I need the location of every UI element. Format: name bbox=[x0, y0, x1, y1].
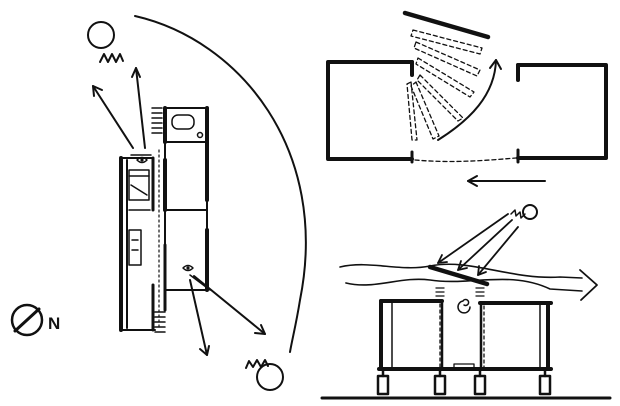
airflow-stream bbox=[339, 263, 598, 301]
north-label: N bbox=[48, 314, 60, 333]
plan-steps-top bbox=[151, 107, 163, 134]
door-detail bbox=[326, 10, 608, 187]
section-detail bbox=[320, 204, 612, 400]
slide-direction-arrow bbox=[467, 175, 546, 187]
sun-rays bbox=[437, 213, 519, 276]
door-swing-positions bbox=[406, 29, 483, 141]
view-arrows bbox=[92, 67, 266, 356]
sun-icon-section bbox=[510, 204, 538, 220]
north-compass-icon bbox=[10, 303, 44, 337]
sun-icon-south bbox=[245, 359, 284, 391]
door-detail-left-wall bbox=[326, 60, 414, 161]
kitchen-counter bbox=[128, 209, 151, 266]
plan-steps-bottom bbox=[154, 311, 166, 333]
bathroom-fixtures bbox=[171, 114, 204, 139]
sun-path-arc bbox=[134, 15, 307, 353]
floor-plan: N bbox=[10, 15, 307, 391]
door-detail-right-wall bbox=[516, 63, 608, 160]
foundation-piers bbox=[376, 368, 552, 396]
door-closed-line bbox=[414, 157, 517, 163]
roof-vents bbox=[435, 287, 485, 297]
air-swirl bbox=[457, 298, 471, 314]
sun-icon-north bbox=[87, 21, 124, 63]
shade-roof-panel bbox=[427, 264, 490, 287]
door-leaf-open bbox=[402, 10, 491, 40]
door-swing-arc bbox=[437, 59, 497, 141]
eye-icon-south bbox=[182, 264, 194, 272]
bed-icon bbox=[128, 169, 150, 201]
eye-icon-north bbox=[136, 156, 148, 164]
